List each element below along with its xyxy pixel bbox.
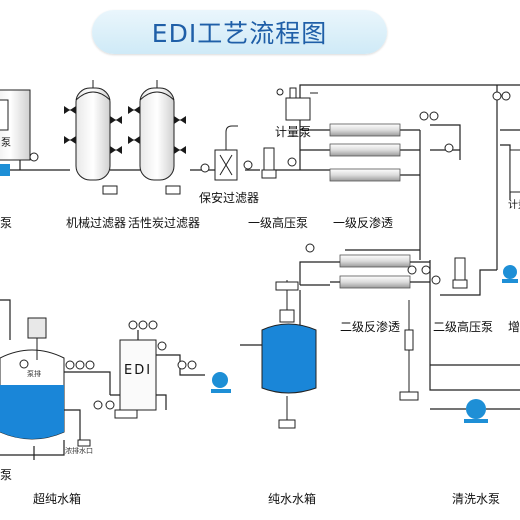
booster-pump-icon — [502, 265, 518, 283]
ro-1-label: 一级反渗透 — [333, 216, 394, 230]
pressure-gauge-icon — [200, 163, 210, 173]
drain-label: 浓排水口 — [65, 447, 93, 455]
carbon-filter — [132, 80, 182, 195]
edi-module-label: EDI — [124, 363, 153, 378]
high-pressure-pump-2 — [452, 257, 468, 289]
pressure-gauge-icon — [29, 152, 39, 162]
ro-1-membranes — [329, 123, 401, 182]
raw-pump-label-2: 泵 — [1, 138, 11, 149]
clean-water-pump-icon — [464, 399, 488, 423]
ro-2-membranes — [339, 254, 411, 289]
pure-water-tank — [261, 280, 317, 429]
ultrapure-water-tank — [0, 317, 65, 440]
security-filter-label: 保安过滤器 — [199, 191, 260, 205]
dosing-pump — [285, 87, 318, 121]
clean-pump-label: 清洗水泵 — [452, 492, 501, 506]
booster-pump-label: 增 — [508, 320, 520, 334]
raw-pump-icon — [0, 164, 10, 176]
high-pressure-pump-1 — [261, 147, 277, 179]
security-filter — [214, 125, 238, 181]
high-pressure-pump-1-label: 一级高压泵 — [248, 216, 309, 230]
agitator-label: 泵排 — [27, 370, 41, 378]
edi-pipes — [110, 330, 205, 410]
high-pressure-pump-2-label: 二级高压泵 — [433, 320, 494, 334]
valve-icon — [64, 106, 122, 154]
pressure-gauge-icon — [243, 160, 253, 170]
bottom-pump-label: 泵 — [0, 468, 13, 482]
bottom-left-pipes — [0, 299, 111, 460]
ro-2-label: 二级反渗透 — [340, 320, 401, 334]
pure-tank-label: 纯水水箱 — [268, 492, 317, 506]
dosing-pump-right-label: 计量 — [508, 200, 520, 211]
pure-water-feed-pump-icon — [211, 372, 231, 393]
mechanical-filter-label: 机械过滤器 — [66, 216, 127, 230]
ultrapure-tank-label: 超纯水箱 — [33, 492, 82, 506]
valve-icon — [128, 106, 186, 154]
raw-pump-label: 泵 — [0, 216, 13, 230]
edi-module — [119, 339, 157, 411]
diagram-title: EDI工艺流程图 — [151, 19, 328, 48]
top-pipes — [0, 84, 520, 391]
carbon-filter-label: 活性炭过滤器 — [128, 216, 201, 230]
raw-water-tank — [0, 89, 31, 161]
right-dosing-unit — [509, 149, 520, 193]
title-banner: EDI工艺流程图 — [92, 10, 387, 54]
dosing-pump-label: 计量泵 — [275, 125, 312, 139]
